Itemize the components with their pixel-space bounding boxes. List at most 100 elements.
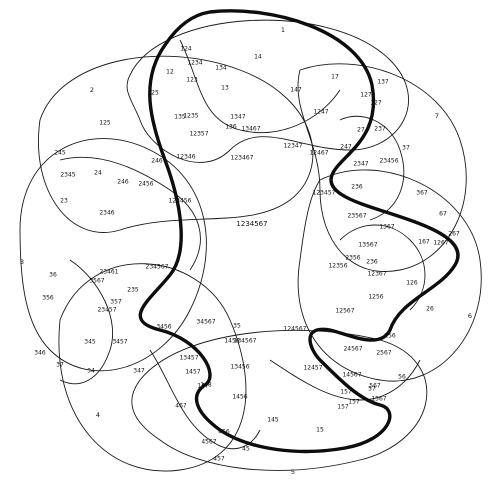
region-label: 12357 [189,131,208,138]
region-label: 456 [218,429,230,436]
region-label: 2347 [353,161,368,168]
region-label: 457 [213,456,225,463]
region-label: 157 [340,389,352,396]
region-label: 23461 [99,269,118,276]
region-label: 135 [174,114,186,121]
set-curve-3-inner [59,259,114,385]
region-label: 235 [127,287,139,294]
region-label: 13457 [179,355,198,362]
region-label: 137 [377,79,389,86]
region-label: 56 [398,374,406,381]
region-label: 23457 [97,307,116,314]
region-label: 2567 [376,350,391,357]
region-label: 14567 [342,372,361,379]
region-label: 234567 [146,264,169,271]
region-label: 25 [151,90,159,97]
region-label: 127 [360,92,372,99]
region-label: 12346 [176,154,195,161]
region-label: 267 [448,231,460,238]
region-label: 2345 [60,172,75,179]
region-label: 37 [402,145,410,152]
region-label: 136 [225,124,237,131]
set-curve-7-inner [339,115,405,221]
region-label: 1247 [313,109,328,116]
region-label: 256 [384,333,396,340]
region-label: 3567 [89,278,104,285]
set-curve-5-inner [269,359,421,401]
region-label: 23456 [379,158,398,165]
region-label: 37 [56,362,64,369]
region-label: 357 [110,299,122,306]
region-label: 125 [99,120,111,127]
region-label: 126 [406,280,418,287]
region-label: 124 [180,46,192,53]
set-curve-1-inner [179,39,341,134]
region-label: 148 [200,382,212,389]
region-label: 4 [96,411,100,419]
region-label: 247 [340,144,352,151]
region-label: 1347 [230,114,245,121]
region-label: 127 [370,100,382,107]
region-label: 567 [369,383,381,390]
region-label: 34 [87,368,95,375]
set-curve-2 [38,55,314,233]
region-label: 346 [34,350,46,357]
region-label: 23567 [347,213,366,220]
region-label: 1456 [232,394,247,401]
region-label: 26 [426,306,434,313]
region-label: 36 [49,272,57,279]
set-curve-1 [126,19,409,163]
set-curve-4 [58,263,247,472]
region-label: 23 [60,198,68,205]
region-label: 157 [348,399,360,406]
region-label: 134567 [234,338,257,345]
region-label: 67 [439,211,447,218]
region-label: 34567 [196,319,215,326]
region-label: 17 [331,74,339,81]
region-label: 6 [468,312,472,320]
region-label: 2356 [345,255,360,262]
region-label: 246 [151,158,163,165]
region-label: 134 [215,65,227,72]
region-label: 7 [435,112,439,120]
region-label: 1234 [187,60,202,67]
region-label: 345 [84,339,96,346]
region-label: 3 [20,258,24,266]
region-label: 1234567 [236,220,267,228]
region-label: 347 [133,368,145,375]
set-curve-6-inner [339,224,426,311]
region-label: 4567 [201,439,216,446]
region-label: 147 [290,87,302,94]
region-label: 123456 [169,198,192,205]
region-label: 12567 [335,308,354,315]
set-curve-3 [19,138,207,372]
region-label: 12347 [283,143,302,150]
set-curve-5 [131,329,428,471]
region-label: 57 [368,386,376,393]
region-label: 236 [366,259,378,266]
region-label: 367 [416,190,428,197]
region-label: 12457 [303,365,322,372]
region-label: 2346 [99,210,114,217]
region-label: 3456 [156,324,171,331]
region-label: 167 [418,239,430,246]
region-label: 35 [233,323,241,330]
region-label: 237 [374,126,386,133]
region-label: 356 [42,295,54,302]
region-label: 13456 [230,364,249,371]
set-curve-2-inner [59,156,201,271]
region-label: 1367 [379,224,394,231]
region-label: 236 [351,184,363,191]
region-label: 13 [221,85,229,92]
region-label: 27 [357,127,365,134]
region-label: 1567 [371,396,386,403]
region-label: 1256 [368,294,383,301]
region-label: 3457 [112,339,127,346]
region-label: 12367 [367,271,386,278]
set-curve-4-inner [149,349,261,450]
region-label: 1235 [183,113,198,120]
region-label: 24 [94,170,102,177]
region-label: 124567 [284,326,307,333]
region-label: 2456 [138,181,153,188]
